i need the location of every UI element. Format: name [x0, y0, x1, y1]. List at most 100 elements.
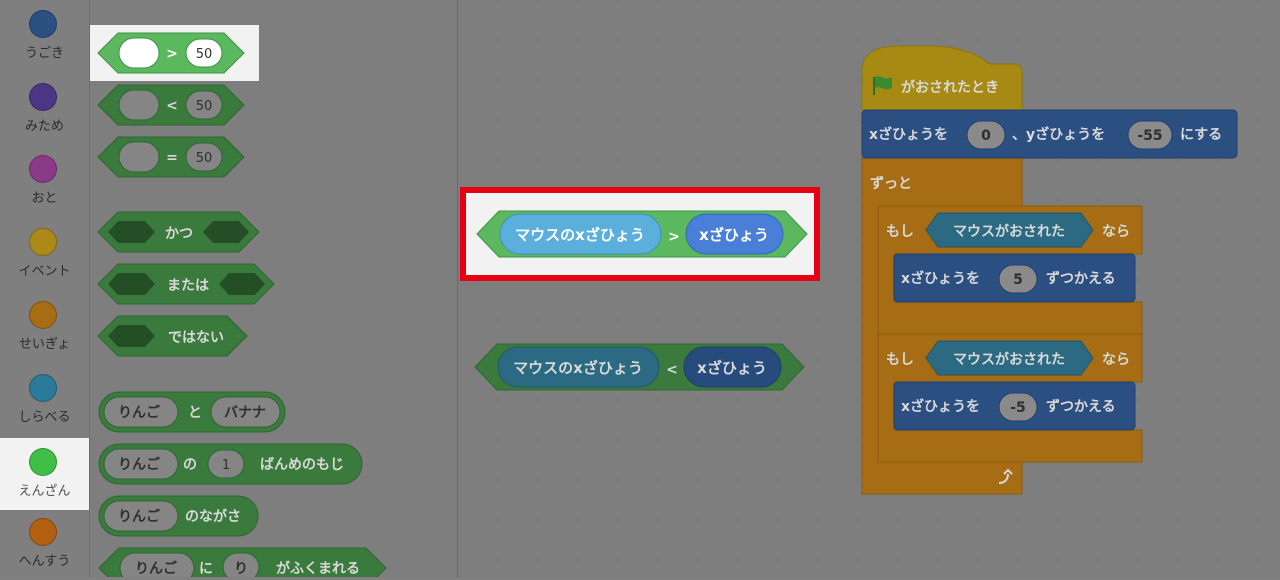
mouse-down-condition-2[interactable] [925, 340, 1094, 376]
category-label: うごき [24, 46, 64, 61]
category-variables[interactable]: へんすう [0, 508, 89, 580]
mouse-x-reporter[interactable] [499, 213, 662, 255]
gt-right-input[interactable] [185, 38, 223, 68]
sb-op: < [666, 362, 678, 378]
if1-cond: マウスがおされた [953, 223, 1065, 240]
mouse-x-greater-block[interactable]: マウスのxざひょう > xざひょう [476, 210, 808, 258]
lt-right-input[interactable] [185, 90, 223, 120]
sb-left: マウスのxざひょう [513, 359, 643, 377]
mouse-down-condition-1[interactable] [925, 212, 1094, 248]
category-events[interactable]: イベント [0, 218, 89, 290]
looks-dot-icon [29, 83, 57, 111]
goto-y-input[interactable] [1127, 120, 1173, 150]
lt-left-input[interactable] [118, 89, 160, 121]
category-label: イベント [18, 264, 71, 279]
script-stack[interactable]: がおされたとき xざひょうを 0 、yざひょうを -55 にする ずっと もし … [861, 45, 1238, 495]
x-position-reporter-2[interactable] [683, 346, 782, 388]
goto-x: 0 [981, 128, 991, 144]
category-operators[interactable]: えんざん [0, 438, 89, 510]
and-label: かつ [165, 226, 193, 242]
equals-block[interactable]: = 50 [97, 136, 245, 178]
or-left-slot[interactable] [108, 273, 155, 295]
and-block[interactable]: かつ [97, 211, 260, 253]
x-position-reporter[interactable] [685, 213, 784, 255]
if1-stmt2: ずつかえる [1046, 270, 1116, 287]
join-a: りんご [118, 404, 161, 421]
goto-x-input[interactable] [966, 120, 1006, 150]
and-left-slot[interactable] [108, 221, 155, 243]
length-b: のながさ [185, 508, 241, 525]
letter-d: ばんめのもじ [260, 457, 344, 473]
less-than-block[interactable]: < 50 [97, 84, 245, 126]
gt-left-input[interactable] [118, 37, 160, 69]
letter-input-a[interactable] [103, 448, 179, 480]
category-control[interactable]: せいぎょ [0, 291, 89, 363]
control-dot-icon [29, 301, 57, 329]
block-palette: > 50 < 50 = 50 かつ または ではない [90, 0, 458, 577]
letter-input-c[interactable] [207, 449, 245, 479]
category-label: へんすう [18, 554, 71, 569]
length-block[interactable]: りんご のながさ [98, 495, 259, 537]
not-label: ではない [168, 330, 224, 346]
goto-a: xざひょうを [869, 126, 948, 143]
lt-value: 50 [196, 99, 213, 114]
category-sound[interactable]: おと [0, 145, 89, 217]
forever-label: ずっと [870, 175, 912, 192]
or-label: または [167, 278, 209, 294]
category-sensing[interactable]: しらべる [0, 364, 89, 436]
category-label: せいぎょ [18, 337, 71, 352]
join-input-c[interactable] [210, 396, 281, 428]
category-looks[interactable]: みため [0, 73, 89, 145]
lt-operator: < [166, 98, 178, 114]
hat-label: がおされたとき [901, 79, 999, 96]
hl-op: > [668, 229, 680, 245]
if1-b: なら [1102, 224, 1130, 240]
contains-a: りんご [135, 560, 178, 577]
if2-val: -5 [1010, 400, 1026, 416]
and-right-slot[interactable] [203, 221, 249, 243]
not-slot[interactable] [108, 325, 155, 347]
script-workspace[interactable]: マウスのxざひょう > xざひょう マウスのxざひょう < xざひょう がおされ… [458, 0, 1280, 577]
hl-left: マウスのxざひょう [515, 226, 645, 244]
category-label: えんざん [18, 484, 71, 499]
category-label: みため [24, 119, 64, 134]
sound-dot-icon [29, 155, 57, 183]
goto-y: -55 [1137, 128, 1162, 144]
contains-block[interactable]: りんご に り がふくまれる [98, 547, 387, 577]
length-input[interactable] [103, 500, 179, 532]
contains-input-c[interactable] [222, 552, 260, 577]
contains-input-a[interactable] [119, 552, 195, 577]
letter-b: の [183, 457, 197, 473]
loop-arrow-icon [998, 468, 1013, 484]
not-block[interactable]: ではない [97, 315, 248, 357]
eq-left-input[interactable] [118, 141, 160, 173]
mouse-x-less-block[interactable]: マウスのxざひょう < xざひょう [474, 343, 805, 391]
contains-c: り [234, 561, 248, 577]
if2-b: なら [1102, 352, 1130, 368]
green-flag-icon [873, 76, 892, 95]
if1-a: もし [886, 224, 914, 240]
mouse-x-reporter-2[interactable] [497, 346, 660, 388]
greater-than-block[interactable]: > 50 [97, 32, 245, 74]
category-motion[interactable]: うごき [0, 0, 89, 72]
letter-of-block[interactable]: りんご の 1 ばんめのもじ [98, 443, 363, 485]
sb-right: xざひょう [697, 359, 767, 377]
if2-cond: マウスがおされた [953, 351, 1065, 368]
join-b: と [188, 405, 202, 421]
gt-operator: > [166, 46, 178, 62]
eq-operator: = [166, 150, 178, 166]
if1-val: 5 [1013, 272, 1023, 288]
or-block[interactable]: または [97, 263, 275, 305]
variables-dot-icon [29, 518, 57, 546]
events-dot-icon [29, 228, 57, 256]
when-flag-clicked-block[interactable] [861, 45, 1023, 111]
join-input-a[interactable] [103, 396, 179, 428]
or-right-slot[interactable] [219, 273, 265, 295]
sensing-dot-icon [29, 374, 57, 402]
change-x-input-2[interactable] [998, 392, 1038, 422]
change-x-input-1[interactable] [998, 264, 1038, 294]
eq-right-input[interactable] [185, 142, 223, 172]
if2-stmt: xざひょうを [901, 398, 980, 415]
join-c: バナナ [224, 405, 266, 421]
join-block[interactable]: りんご と バナナ [98, 391, 286, 433]
